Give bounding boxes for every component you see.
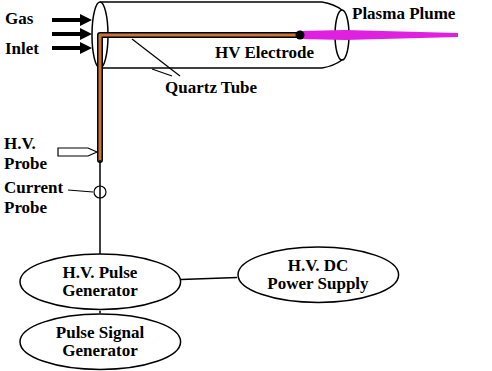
part-label: H.V. Probe [4,134,54,174]
ellipse-node: H.V. DC Power Supply [237,246,400,303]
ellipse-node: Pulse Signal Generator [19,313,182,370]
gas-arrows [52,14,92,54]
leader-lines [132,39,180,76]
current-probe-symbol [68,186,106,198]
connector-line [181,278,237,280]
connector-line [99,311,101,314]
ellipse-node: H.V. Pulse Generator [19,253,182,310]
node-text: H.V. Pulse Generator [46,264,154,300]
node-text: Pulse Signal Generator [46,324,154,360]
plasma-plume [300,30,458,40]
node-text: H.V. DC Power Supply [264,257,372,293]
hv-probe-symbol [58,148,97,156]
part-label: Plasma Plume [352,4,455,24]
part-label: Quartz Tube [165,78,257,98]
part-label: Current Probe [4,178,68,218]
part-label: Gas Inlet [5,4,47,64]
part-label: HV Electrode [215,43,314,63]
